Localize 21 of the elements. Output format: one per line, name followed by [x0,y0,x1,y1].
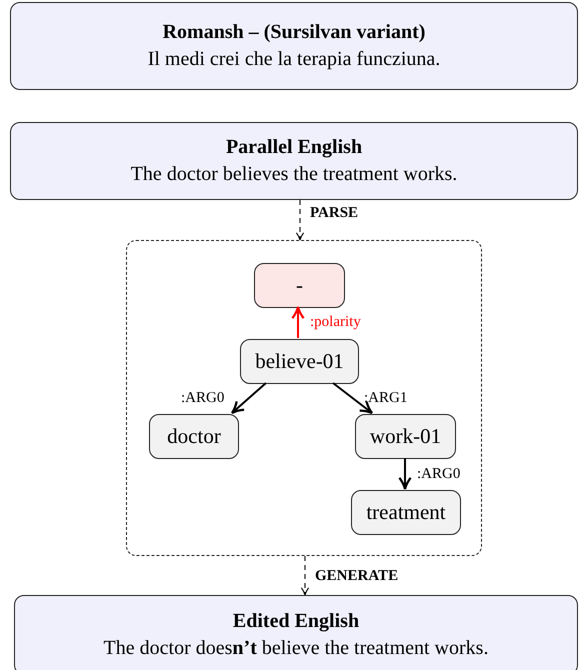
sentence-text: The doctor believes the treatment works. [130,162,458,187]
concept-node [240,339,359,384]
text-card [10,122,578,200]
concept-label: - [296,273,303,298]
sentence-text: Il medi crei che la terapia funcziuna. [148,47,440,72]
concept-label: work-01 [370,424,442,449]
concept-node [149,414,239,459]
text-card [10,2,578,90]
card-heading: Romansh – (Sursilvan variant) [162,20,426,45]
card-heading: Parallel English [226,135,362,160]
concept-node [351,490,461,535]
concept-label: believe-01 [255,349,344,374]
sentence-text: The doctor doesn’t believe the treatment works. [104,636,488,661]
concept-label: doctor [167,424,221,449]
text-card [14,595,578,670]
concept-node [254,263,345,308]
concept-label: treatment [366,500,446,525]
concept-node [355,414,456,459]
graph-frame [126,240,482,556]
edge-label: :polarity [309,314,362,330]
card-heading: Edited English [232,609,360,634]
